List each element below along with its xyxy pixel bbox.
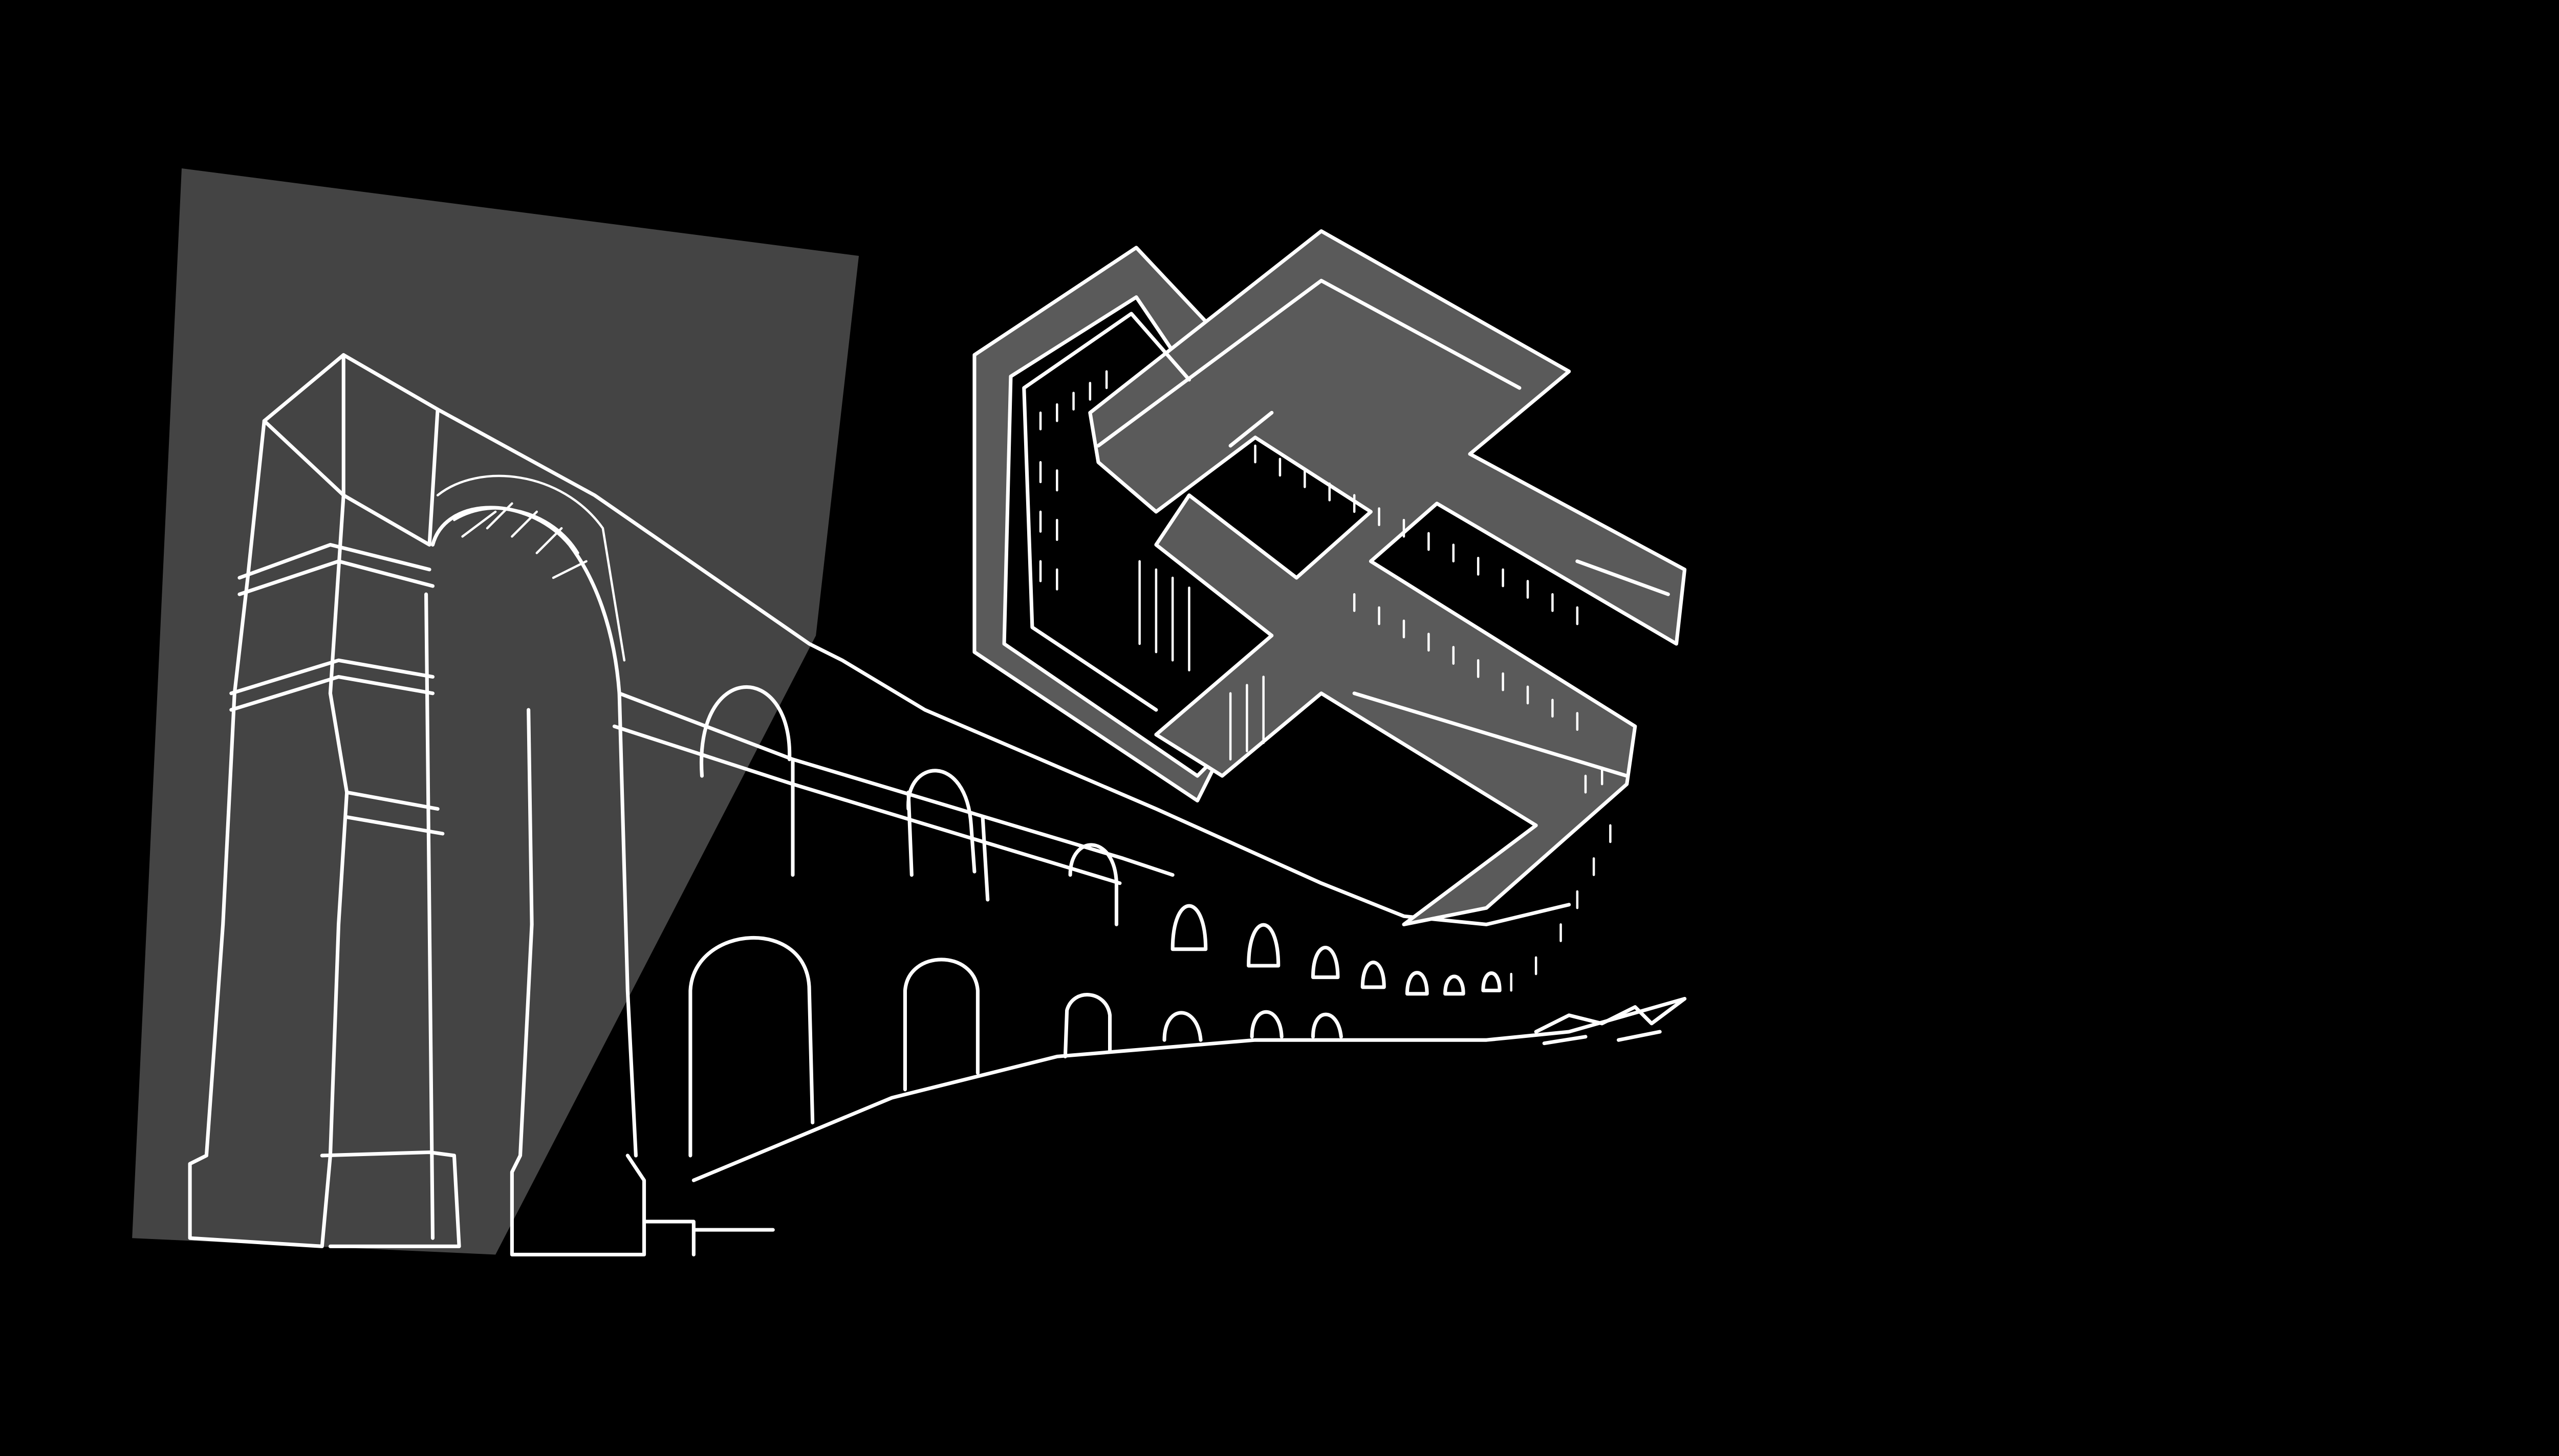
hexagonal-ring-band	[972, 246, 1224, 802]
rubble-ground	[1534, 996, 1687, 1046]
lower-level-lines	[691, 996, 1687, 1182]
gray-backdrop-panel	[132, 168, 859, 1255]
pier-front	[341, 353, 440, 547]
upper-level-lines	[612, 691, 1175, 902]
pier-base	[320, 1150, 775, 1257]
interlocking-rings-sketch	[972, 229, 1687, 1046]
arch-opening	[424, 506, 638, 1240]
ring-inner-outline	[1022, 278, 1670, 778]
cornice-lines	[229, 542, 445, 836]
voussoir-hatching	[436, 474, 626, 662]
right-pier	[510, 708, 646, 1257]
cross-ring-band	[1088, 229, 1687, 926]
left-pier	[188, 419, 349, 1248]
small-arch-windows	[1170, 904, 1502, 996]
lower-arches	[688, 936, 1343, 1158]
upper-arches	[699, 685, 1119, 926]
ring-window-rows	[1039, 370, 1612, 992]
